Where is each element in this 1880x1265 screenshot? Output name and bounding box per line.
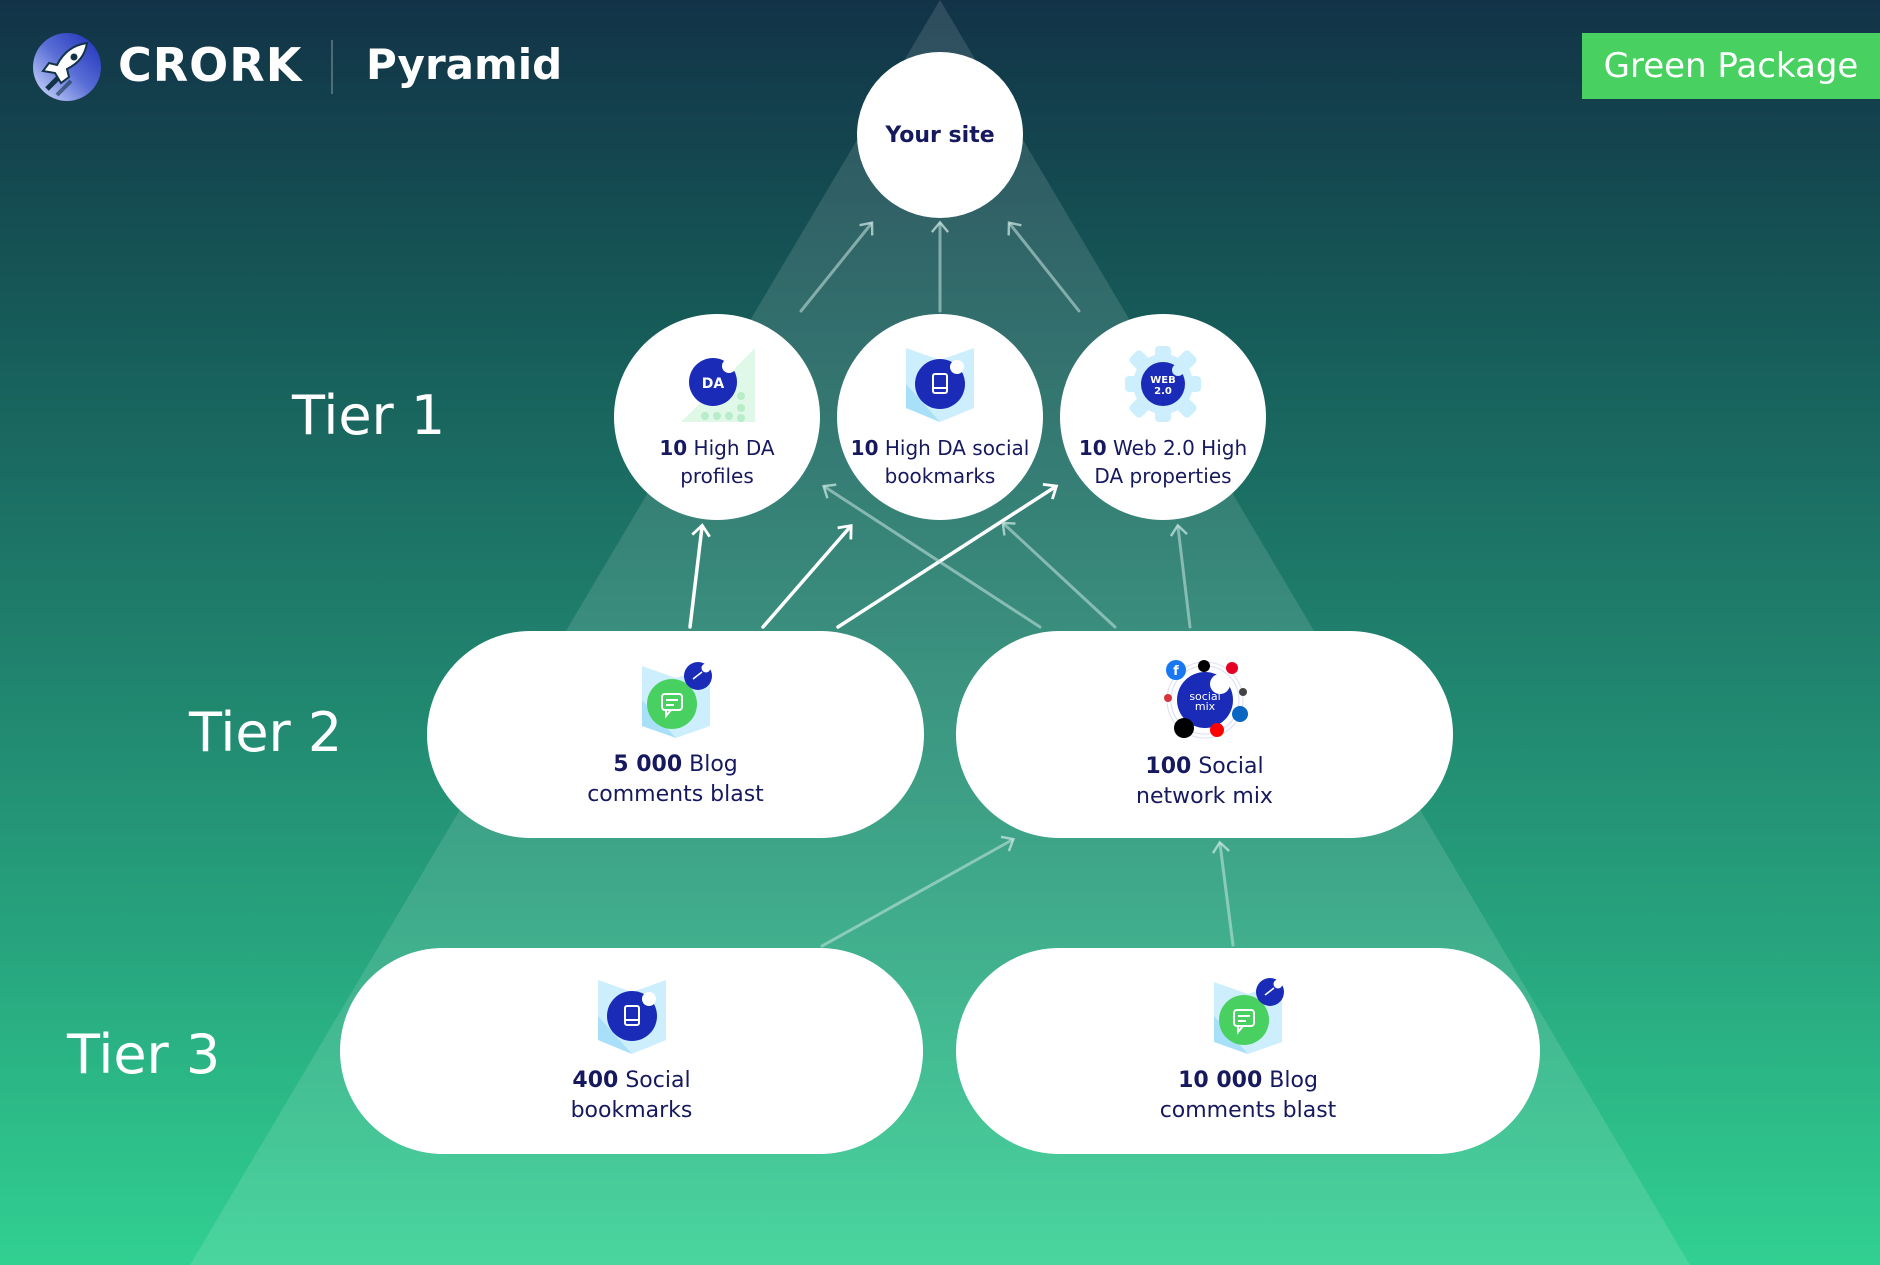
svg-text:WEB: WEB xyxy=(1150,375,1175,386)
header-divider xyxy=(331,40,333,94)
linkedin-icon xyxy=(1231,705,1248,722)
svg-text:f: f xyxy=(1173,664,1179,679)
blog-comment-icon xyxy=(641,661,712,738)
x-icon xyxy=(1197,659,1210,672)
svg-text:mix: mix xyxy=(1194,700,1215,713)
arrow-tier2-1-to-tier1-0 xyxy=(822,483,1042,629)
arrow-tier2-0-to-tier1-2 xyxy=(836,483,1059,629)
your-site-label: Your site xyxy=(885,122,995,148)
brand-name: CRORK xyxy=(118,38,303,92)
tier-2-label: Tier 2 xyxy=(189,701,343,764)
arrow-tier2-0-to-tier1-0 xyxy=(688,523,711,629)
bookmark-icon xyxy=(597,980,666,1054)
rocket-icon xyxy=(33,33,101,101)
arrow-tier2-0-to-tier1-1 xyxy=(761,524,853,629)
small-social-icon xyxy=(1163,693,1172,702)
blog-comment-icon xyxy=(1214,978,1284,1054)
product-title: Pyramid xyxy=(366,40,563,89)
tier-3-label: Tier 3 xyxy=(67,1023,221,1086)
crork-logo xyxy=(33,33,101,101)
social-mix-icon: social mix f xyxy=(1163,659,1248,738)
arrow-tier1-2-to-top xyxy=(1007,221,1081,313)
arrow-tier2-1-to-tier1-1 xyxy=(1001,521,1117,629)
arrow-tier3-1-to-tier2-1 xyxy=(1211,840,1235,947)
da-icon: DA xyxy=(681,348,755,422)
tier-1-label: Tier 1 xyxy=(292,384,446,447)
facebook-icon xyxy=(1165,659,1186,680)
svg-text:DA: DA xyxy=(702,376,725,392)
arrow-tier1-0-to-top xyxy=(799,221,874,313)
bookmark-icon xyxy=(906,348,974,422)
arrow-tier3-0-to-tier2-1 xyxy=(820,835,1016,948)
arrow-tier2-1-to-tier1-2 xyxy=(1169,523,1192,629)
package-badge: Green Package xyxy=(1582,33,1880,99)
small-social-icon xyxy=(1238,687,1247,696)
youtube-icon xyxy=(1209,722,1224,737)
web2-gear-icon: WEB 2.0 xyxy=(1125,346,1201,422)
svg-text:social: social xyxy=(1189,690,1220,703)
your-site-node: Your site xyxy=(857,52,1023,218)
svg-text:2.0: 2.0 xyxy=(1154,386,1172,397)
pinterest-icon xyxy=(1225,661,1238,674)
instagram-icon xyxy=(1173,717,1194,738)
